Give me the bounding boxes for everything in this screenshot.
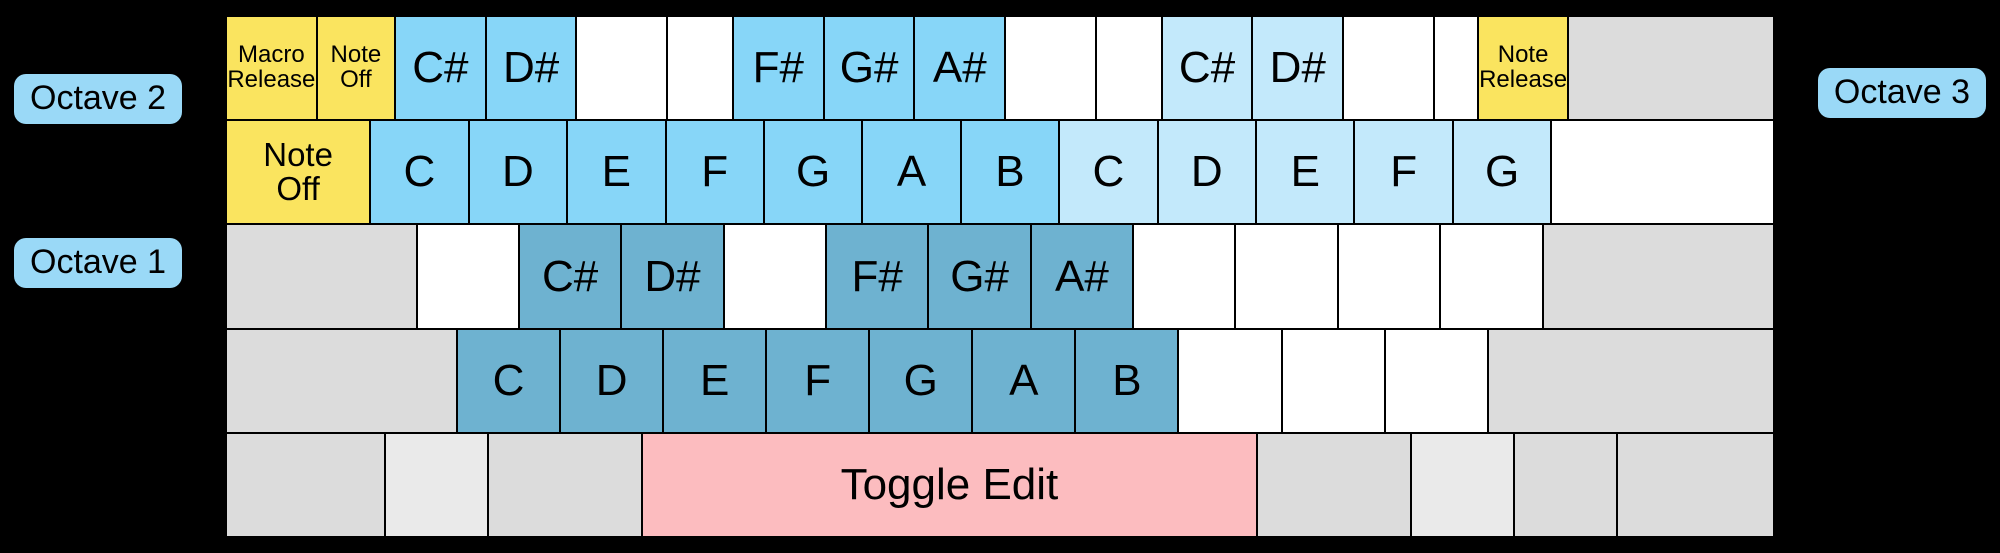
key-c[interactable]: C (458, 329, 562, 432)
key-note-off[interactable]: Note Off (227, 121, 372, 224)
key-asharp[interactable]: A# (1031, 225, 1135, 328)
key-blank (1096, 17, 1163, 120)
key-blank (227, 433, 386, 537)
key-g[interactable]: G (764, 121, 864, 224)
key-blank (1344, 17, 1435, 120)
key-blank (417, 225, 520, 328)
key-dsharp[interactable]: D# (1253, 17, 1345, 120)
key-csharp[interactable]: C# (1162, 17, 1254, 120)
key-a[interactable]: A (973, 329, 1077, 432)
key-blank (1618, 433, 1773, 537)
key-blank (668, 17, 734, 120)
key-csharp[interactable]: C# (395, 17, 487, 120)
octave1-black-row: C#D# F#G#A# (227, 225, 1773, 330)
octave-3-label: Octave 3 (1817, 68, 1986, 118)
key-c[interactable]: C (1060, 121, 1159, 224)
key-d[interactable]: D (469, 121, 569, 224)
key-macro-release[interactable]: Macro Release (227, 17, 318, 120)
bottom-row: Toggle Edit (227, 433, 1773, 537)
key-f[interactable]: F (767, 329, 871, 432)
key-f[interactable]: F (666, 121, 765, 224)
key-blank (1441, 225, 1544, 328)
key-c[interactable]: C (371, 121, 470, 224)
key-blank (577, 17, 669, 120)
key-blank (1434, 17, 1479, 120)
key-dsharp[interactable]: D# (622, 225, 725, 328)
key-gsharp[interactable]: G# (929, 225, 1032, 328)
key-blank (1134, 225, 1237, 328)
key-fsharp[interactable]: F# (733, 17, 825, 120)
key-blank (1236, 225, 1339, 328)
key-blank (1006, 17, 1097, 120)
key-asharp[interactable]: A# (915, 17, 1007, 120)
key-e[interactable]: E (568, 121, 667, 224)
key-blank (385, 433, 489, 537)
key-blank (724, 225, 828, 328)
key-f[interactable]: F (1355, 121, 1454, 224)
key-blank (1338, 225, 1442, 328)
key-dsharp[interactable]: D# (486, 17, 578, 120)
key-note-release[interactable]: Note Release (1478, 17, 1570, 120)
key-blank (1257, 433, 1413, 537)
key-blank (1552, 121, 1773, 224)
key-blank (1488, 329, 1773, 432)
key-fsharp[interactable]: F# (827, 225, 930, 328)
key-blank (488, 433, 644, 537)
key-d[interactable]: D (1158, 121, 1258, 224)
key-blank (1282, 329, 1386, 432)
key-note-off[interactable]: Note Off (317, 17, 396, 120)
key-blank (1412, 433, 1516, 537)
key-b[interactable]: B (1076, 329, 1180, 432)
key-blank (1385, 329, 1489, 432)
key-b[interactable]: B (961, 121, 1061, 224)
key-blank (1515, 433, 1619, 537)
key-toggle-edit[interactable]: Toggle Edit (643, 433, 1258, 537)
key-a[interactable]: A (863, 121, 962, 224)
key-e[interactable]: E (664, 329, 768, 432)
key-csharp[interactable]: C# (519, 225, 623, 328)
key-blank (1179, 329, 1283, 432)
key-blank (1543, 225, 1773, 328)
key-g[interactable]: G (870, 329, 974, 432)
octave-2-label: Octave 2 (14, 74, 183, 124)
key-blank (227, 225, 418, 328)
octave-1-label: Octave 1 (14, 238, 183, 288)
key-gsharp[interactable]: G# (824, 17, 916, 120)
key-d[interactable]: D (561, 329, 665, 432)
key-g[interactable]: G (1453, 121, 1553, 224)
key-e[interactable]: E (1257, 121, 1356, 224)
key-blank (227, 329, 458, 432)
key-blank (1569, 17, 1773, 120)
